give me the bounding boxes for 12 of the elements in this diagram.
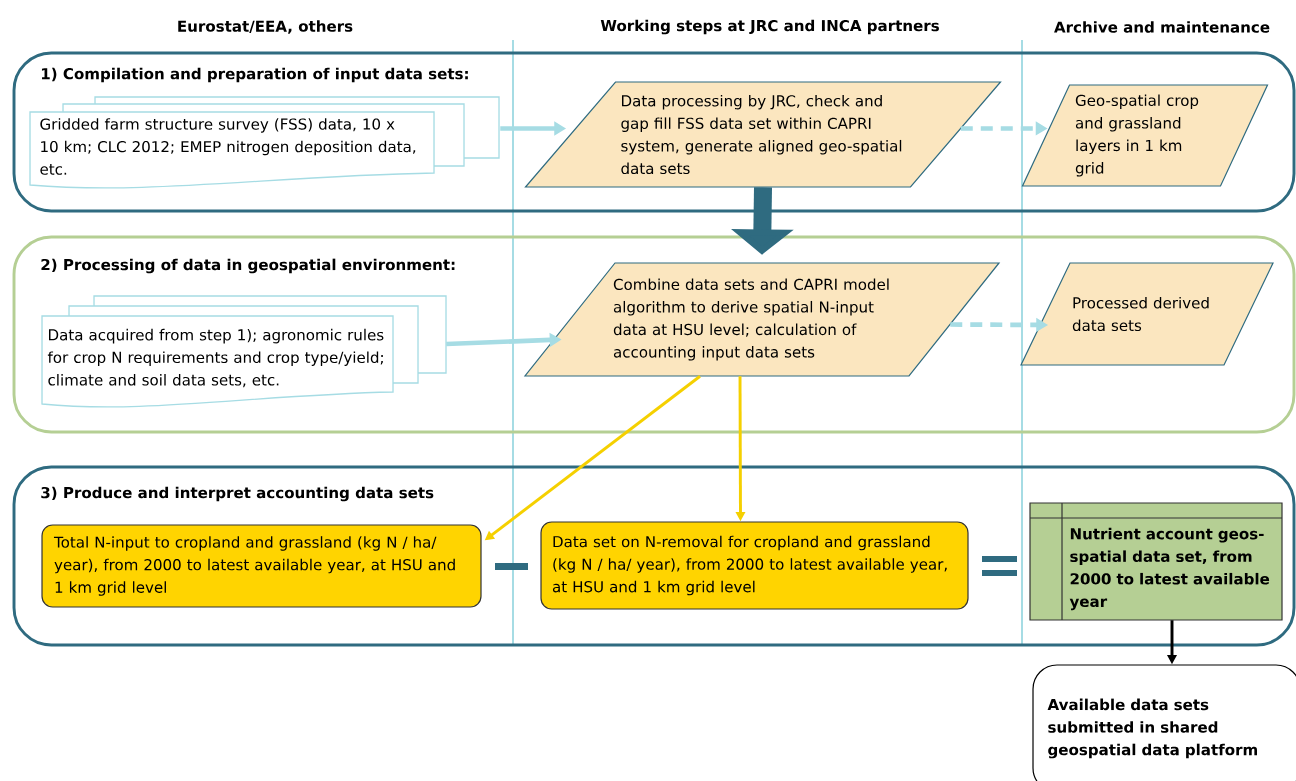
output-box: Available data sets submitted in shared geospatial data platform: [1032, 664, 1296, 781]
parallelogram-box: Processed derived data sets: [1020, 262, 1274, 366]
column-heading: Archive and maintenance: [1054, 21, 1270, 33]
document-stack: Data acquired from step 1); agronomic rules for crop N requirements and crop type/yield; climate and soil data sets, etc.: [41, 295, 447, 408]
document-stack: Gridded farm structure survey (FSS) data, 10 x 10 km; CLC 2012; EMEP nitrogen deposition data, etc.: [29, 96, 500, 189]
column-heading: Eurostat/EEA, others: [178, 20, 353, 34]
parallelogram-box: Geo-spatial crop and grassland layers in 1 km grid: [1021, 84, 1269, 187]
process-box: Total N-input to cropland and grassland (kg N / ha/ year), from 2000 to latest available year, at HSU and 1 km grid level: [41, 524, 482, 608]
parallelogram-box: Data processing by JRC, check and gap fill FSS data set within CAPRI system, generate aligned geo-spatial data sets: [524, 81, 1002, 188]
process-box: Data set on N-removal for cropland and grassland (kg N / ha/ year), from 2000 to latest available year, at HSU and 1 km grid level: [540, 521, 969, 610]
column-heading: Working steps at JRC and INCA partners: [600, 19, 939, 35]
table-box: Nutrient account geos-spatial data set, from 2000 to latest available year: [1029, 502, 1283, 621]
